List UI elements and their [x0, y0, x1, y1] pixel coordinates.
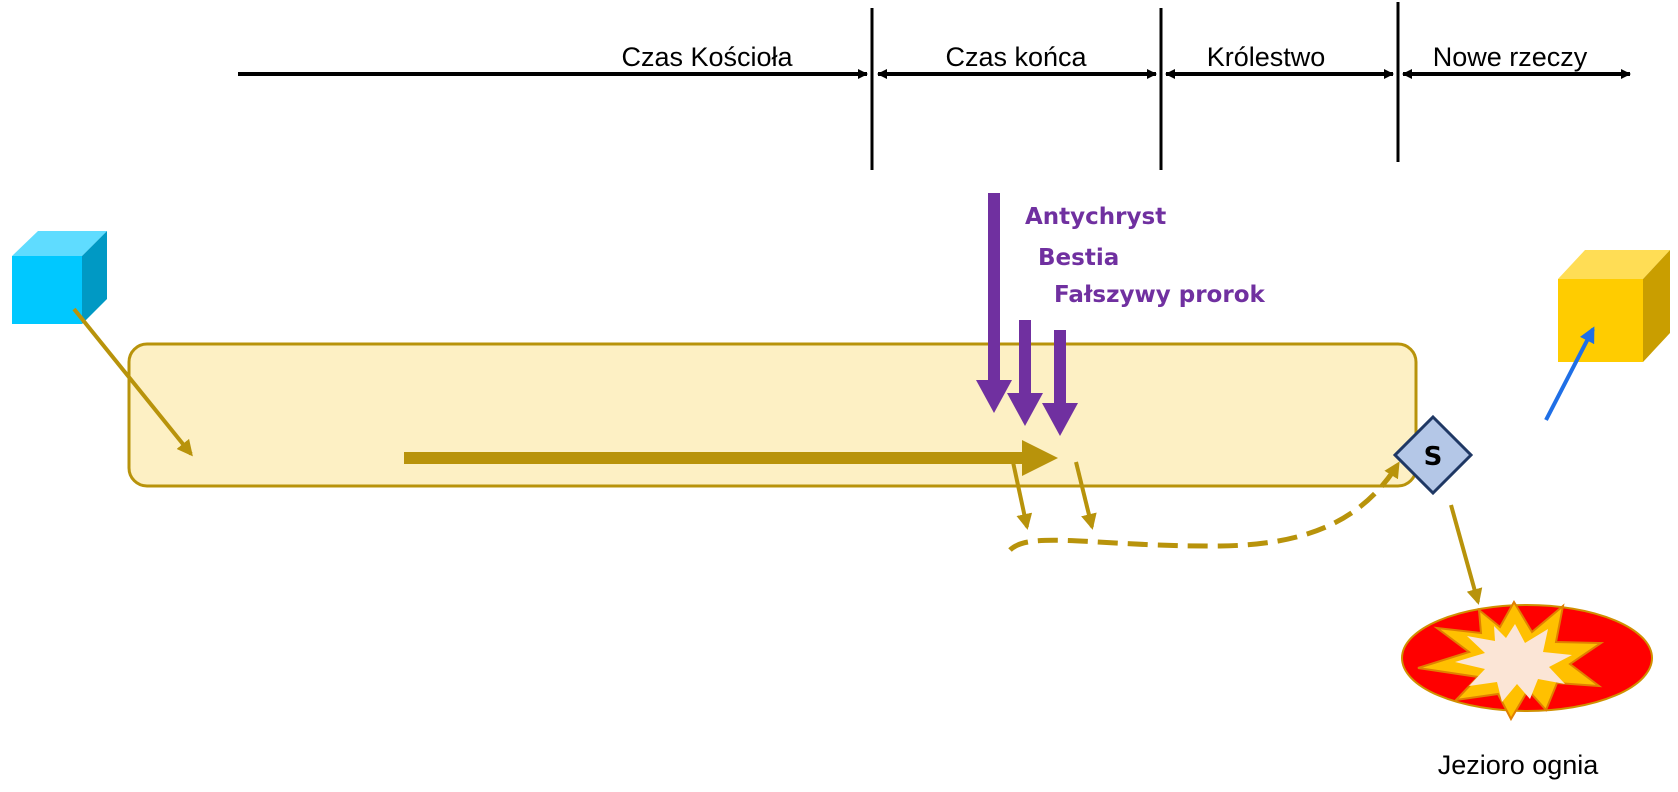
blue-arrow-to-new-things — [1544, 326, 1595, 421]
villain-arrows — [976, 193, 1078, 436]
satan-to-lake-arrow — [1449, 504, 1483, 605]
villain-label-false-prophet: Fałszywy prorok — [1054, 282, 1265, 308]
satan-letter: S — [1424, 442, 1443, 472]
era-label-end-time: Czas końca — [945, 42, 1087, 72]
antichrist-arrow-shaft — [988, 193, 1000, 380]
beast-arrow-head — [1007, 393, 1043, 426]
right-cube — [1558, 250, 1670, 362]
fire-burst-center — [1455, 624, 1572, 702]
left-cube — [12, 231, 107, 324]
timeline: Czas Kościoła Czas końca Królestwo Nowe … — [238, 2, 1631, 170]
dashed-path-to-satan — [1008, 461, 1401, 552]
era-label-new-things: Nowe rzeczy — [1433, 42, 1588, 72]
beast-arrow-shaft — [1019, 320, 1031, 393]
down-arrow-2 — [1074, 461, 1097, 530]
antichrist-arrow-head — [976, 380, 1012, 413]
church-progress-arrow — [404, 440, 1058, 476]
false-prophet-arrow-head — [1042, 403, 1078, 436]
lake-label: Jezioro ognia — [1438, 750, 1600, 780]
era-label-church-age: Czas Kościoła — [621, 42, 793, 72]
villain-label-antichrist: Antychryst — [1025, 204, 1166, 230]
villain-label-beast: Bestia — [1038, 245, 1119, 271]
false-prophet-arrow-shaft — [1054, 330, 1066, 403]
church-band — [127, 342, 1418, 488]
lake-of-fire — [1401, 600, 1653, 722]
down-arrow-1 — [1011, 461, 1033, 530]
satan-diamond: S — [1392, 414, 1474, 496]
era-label-kingdom: Królestwo — [1207, 42, 1326, 72]
cube-to-band-arrow — [72, 307, 193, 457]
